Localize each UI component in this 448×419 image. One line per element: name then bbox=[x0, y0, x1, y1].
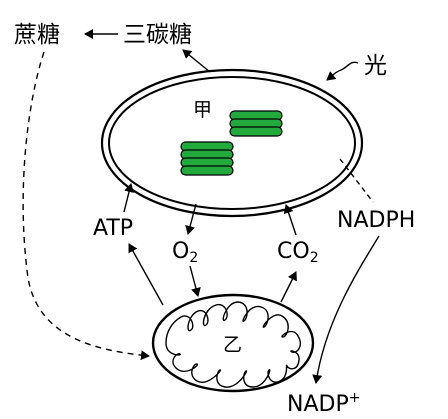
arrow-chloroplast-to-triose bbox=[182, 49, 211, 73]
arrow-mitochondrion-to-atp bbox=[128, 243, 164, 306]
nadp-superscript: + bbox=[349, 390, 361, 406]
arrow-co2-to-chloroplast bbox=[283, 204, 297, 236]
chloroplast-label: 甲 bbox=[193, 99, 212, 121]
triose-label: 三碳糖 bbox=[123, 22, 192, 48]
o2-main: O bbox=[172, 239, 189, 264]
granum-upper bbox=[229, 110, 283, 137]
light-label: 光 bbox=[364, 53, 387, 79]
dashed-chloroplast-to-nadph bbox=[339, 158, 374, 203]
co2-label: CO2 bbox=[277, 239, 319, 266]
granum-lower bbox=[180, 141, 234, 176]
sucrose-label: 蔗糖 bbox=[14, 22, 60, 48]
arrow-atp-to-chloroplast bbox=[123, 183, 134, 213]
co2-subscript: 2 bbox=[310, 250, 319, 266]
o2-label: O2 bbox=[172, 239, 198, 266]
light-squiggle bbox=[326, 61, 359, 81]
nadp-main: NADP bbox=[287, 392, 349, 417]
mitochondrion bbox=[151, 293, 315, 393]
mitochondrion-label: 乙 bbox=[223, 334, 242, 356]
atp-label: ATP bbox=[93, 216, 133, 241]
arrow-nadph-to-nadp bbox=[312, 235, 380, 384]
arrow-mitochondrion-to-co2 bbox=[280, 271, 297, 303]
nadp-label: NADP+ bbox=[287, 390, 360, 417]
o2-subscript: 2 bbox=[189, 250, 198, 266]
arrow-o2-to-mitochondrion bbox=[189, 265, 201, 297]
nadph-label: NADPH bbox=[337, 208, 415, 233]
arrow-chloroplast-to-o2 bbox=[185, 203, 197, 235]
co2-main: CO bbox=[277, 239, 310, 264]
mitochondrion-cristae bbox=[165, 301, 301, 388]
